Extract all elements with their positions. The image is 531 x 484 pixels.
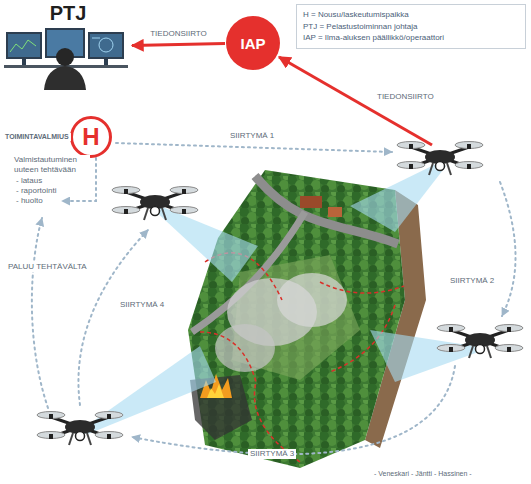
camera-views	[78, 164, 484, 434]
node-label: IAP	[240, 36, 265, 51]
node-label: PTJ	[50, 2, 87, 24]
legend-row: PTJ = Pelastustoiminnan johtaja	[303, 21, 519, 33]
camera-cone	[350, 164, 446, 232]
operator-station: PTJ	[4, 2, 132, 92]
screen-graphic	[99, 38, 113, 52]
drone	[37, 412, 123, 446]
annotation-label: - raportointi	[14, 186, 58, 196]
iap-circle: IAP	[226, 16, 280, 70]
drone	[112, 187, 198, 221]
legend-text: IAP = Ilma-aluksen päällikkö/operaattori	[303, 33, 444, 42]
legend-row: IAP = Ilma-aluksen päällikkö/operaattori	[303, 32, 519, 44]
return-arrow	[32, 218, 48, 408]
building	[328, 207, 342, 217]
flames	[207, 384, 224, 398]
annotation-label: - huolto	[14, 196, 45, 206]
annotation-label: SIIRTYMÄ 4	[118, 300, 166, 310]
annotation-label: TOIMINTAVALMIUS	[3, 133, 71, 141]
annotation-label: SIIRTYMÄ 3	[248, 449, 296, 459]
node-label: H	[82, 125, 99, 149]
annotation-label: SIIRTYMÄ 1	[228, 131, 276, 141]
transition-arrow	[78, 230, 148, 405]
smoke	[215, 324, 275, 372]
screen-plot	[10, 40, 36, 52]
monitor	[6, 32, 42, 59]
operator-station-art	[4, 28, 128, 90]
annotation-label: Valmistautuminen uuteen tehtävään	[12, 155, 90, 174]
legend-text: H = Nousu/laskeutumispaikka	[303, 10, 409, 19]
drone	[437, 325, 523, 359]
edge-label: TIEDONSIIRTO	[148, 29, 209, 39]
smoke	[277, 273, 347, 327]
building	[300, 196, 322, 208]
data-link-arrow	[132, 44, 225, 46]
annotation-label: - lataus	[14, 176, 44, 186]
annotation-label: SIIRTYMÄ 2	[448, 276, 496, 286]
sector-line	[320, 282, 404, 293]
operator-body	[44, 66, 86, 90]
screen-graphic	[92, 38, 100, 39]
monitor	[88, 32, 124, 59]
legend-row: H = Nousu/laskeutumispaikka	[303, 9, 519, 21]
operator-head	[56, 48, 74, 66]
legend-text: PTJ = Pelastustoiminnan johtaja	[303, 22, 418, 31]
annotation-label: PALUU TEHTÄVÄLTA	[6, 262, 89, 272]
screen	[90, 34, 122, 57]
screen	[8, 34, 40, 57]
transition-arrow	[132, 366, 455, 454]
transition-arrows	[32, 143, 516, 454]
monitor-stand	[104, 59, 108, 65]
helipad-circle: H	[70, 116, 112, 158]
annotation-label: TIEDONSIIRTO	[375, 92, 436, 102]
transition-arrow	[500, 182, 516, 316]
monitor-stand	[22, 59, 26, 65]
annotation-label: - Veneskari - Jäntti - Hassinen -	[372, 470, 474, 478]
transition-arrow	[116, 143, 392, 152]
drone	[397, 142, 483, 176]
legend-box: H = Nousu/laskeutumispaikkaPTJ = Pelastu…	[296, 4, 526, 49]
camera-cone	[152, 206, 258, 282]
sector-line	[200, 332, 300, 462]
